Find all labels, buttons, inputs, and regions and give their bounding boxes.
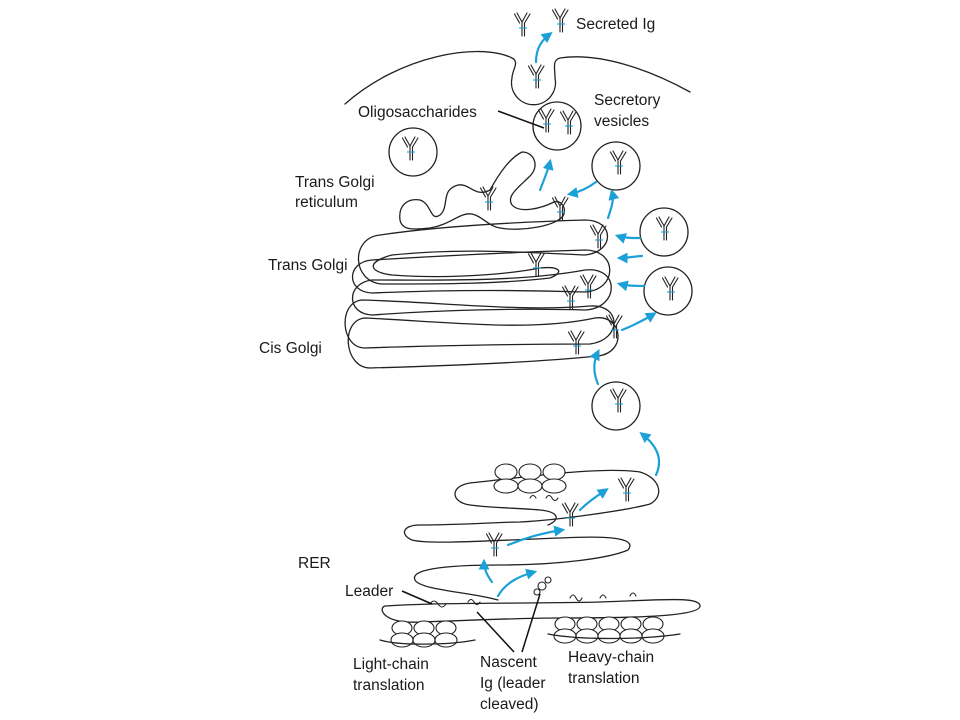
trans-golgi-reticulum	[399, 151, 566, 230]
ribosome-cluster-rer	[493, 463, 567, 494]
label-cis-golgi: Cis Golgi	[259, 340, 322, 357]
secretory-vesicle	[388, 127, 438, 177]
label-nascent-line2: Ig (leader	[480, 675, 545, 692]
nascent-chains	[429, 494, 637, 608]
label-nascent-line3: cleaved)	[480, 696, 539, 713]
transport-vesicle	[591, 381, 641, 431]
golgi-cisterna-medial	[351, 269, 612, 316]
label-heavy-chain-line2: translation	[568, 670, 640, 687]
leader-lines	[401, 110, 545, 653]
ribosome-cluster-heavy-chain	[547, 616, 681, 644]
label-secreted-ig: Secreted Ig	[576, 16, 655, 33]
transport-vesicle	[643, 266, 693, 316]
label-rer: RER	[298, 555, 331, 572]
secretory-vesicle	[532, 101, 582, 151]
label-trans-golgi-reticulum-line2: reticulum	[295, 194, 358, 211]
plasma-membrane	[344, 50, 691, 106]
ribosome-cluster-light-chain	[379, 620, 476, 648]
label-secretory-vesicles-line2: vesicles	[594, 113, 649, 130]
label-light-chain-line2: translation	[353, 677, 425, 694]
golgi-cisterna-cis	[344, 299, 615, 349]
transport-arrows	[478, 32, 661, 598]
label-oligosaccharides: Oligosaccharides	[358, 104, 477, 121]
golgi-cisterna-cis	[347, 317, 619, 369]
transport-vesicle	[639, 207, 689, 257]
golgi-cisterna-trans	[357, 219, 609, 285]
label-trans-golgi: Trans Golgi	[268, 257, 348, 274]
label-light-chain-line1: Light-chain	[353, 656, 429, 673]
label-secretory-vesicles-line1: Secretory	[594, 92, 661, 109]
golgi-cisterna-medial	[351, 249, 611, 294]
label-trans-golgi-reticulum-line1: Trans Golgi	[295, 174, 375, 191]
label-leader: Leader	[345, 583, 393, 600]
rough-endoplasmic-reticulum	[381, 469, 701, 623]
label-heavy-chain-line1: Heavy-chain	[568, 649, 654, 666]
label-nascent-line1: Nascent	[480, 654, 538, 671]
